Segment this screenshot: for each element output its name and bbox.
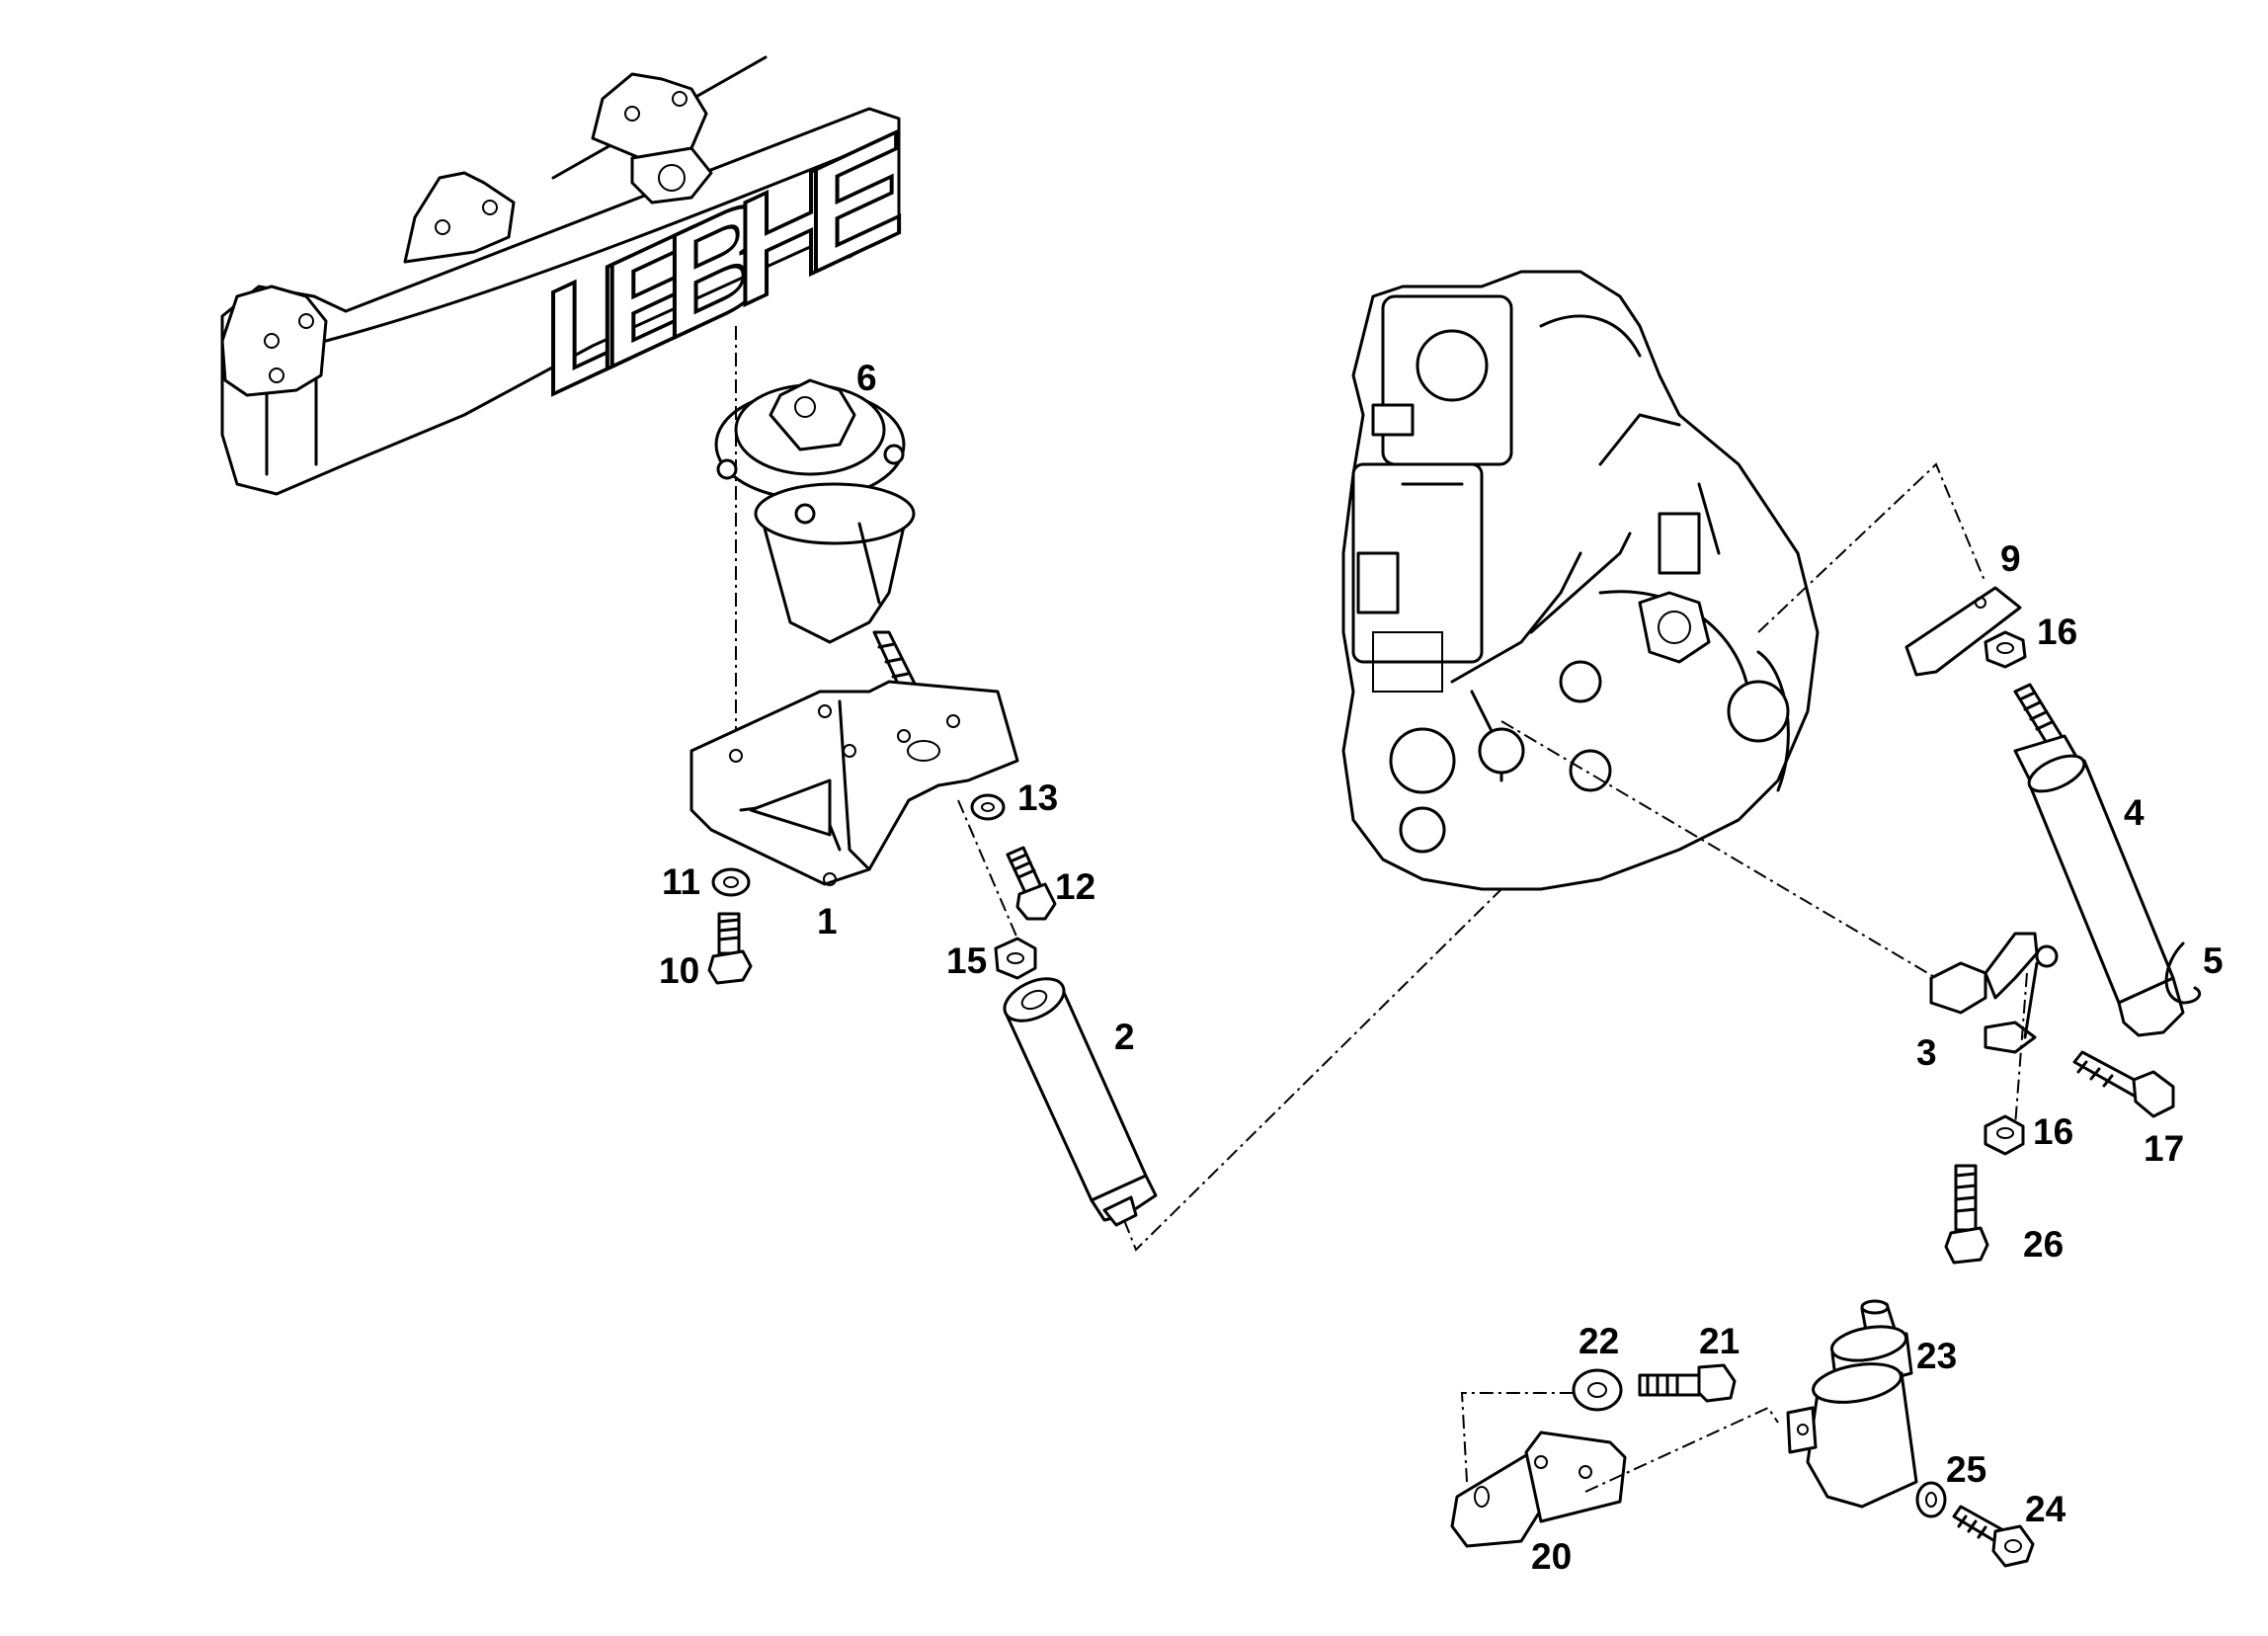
label-part-23: 23 (1916, 1336, 1957, 1376)
part-17-bolt (2072, 1050, 2175, 1118)
center-line (957, 799, 1018, 940)
part-23-solenoid (1786, 1299, 1918, 1509)
label-part-13: 13 (1017, 777, 1058, 818)
label-part-6: 6 (856, 358, 877, 398)
part-26-bolt (1944, 1164, 1989, 1265)
label-part-4: 4 (2124, 792, 2145, 833)
part-4-cylinder (2013, 683, 2185, 1037)
label-part-25: 25 (1946, 1449, 1986, 1490)
part-16-nut-upper (1984, 630, 2027, 669)
label-part-15: 15 (946, 941, 987, 981)
label-part-10: 10 (659, 950, 699, 991)
label-part-16-lower: 16 (2033, 1111, 2073, 1152)
part-12-bolt (1006, 846, 1057, 921)
center-line (1757, 462, 1986, 633)
label-part-16-upper: 16 (2037, 612, 2077, 652)
part-3-clevis (1929, 932, 2059, 1054)
part-24-screw (1952, 1505, 2035, 1568)
label-part-24: 24 (2025, 1489, 2066, 1529)
label-part-17: 17 (2144, 1128, 2184, 1169)
label-part-11: 11 (662, 861, 700, 902)
part-25-washer (1915, 1481, 1947, 1518)
part-2-sleeve (1003, 977, 1158, 1227)
part-6-actuator (714, 378, 921, 698)
part-1-bracket (689, 680, 1019, 886)
part-20-bracket (1450, 1431, 1627, 1548)
label-part-20: 20 (1531, 1536, 1572, 1577)
center-line (1584, 1406, 1779, 1493)
part-10-bolt (707, 912, 753, 985)
label-part-1: 1 (817, 901, 838, 941)
label-part-9: 9 (2000, 538, 2021, 579)
label-part-21: 21 (1699, 1321, 1740, 1361)
label-part-26: 26 (2023, 1224, 2064, 1265)
label-part-2: 2 (1114, 1017, 1135, 1057)
part-labels: 1 2 3 4 5 6 9 10 11 12 13 15 16 16 17 20… (659, 358, 2224, 1577)
part-16-nut-lower (1984, 1114, 2025, 1156)
part-21-bolt (1638, 1363, 1737, 1403)
label-part-3: 3 (1916, 1032, 1937, 1073)
part-13-washer (970, 793, 1006, 821)
part-9-plate (1904, 586, 2022, 677)
center-line (1460, 1392, 1580, 1483)
engine-block (1341, 270, 1820, 891)
part-22-washer (1572, 1368, 1623, 1412)
part-11-washer (711, 867, 751, 897)
center-line (1123, 888, 1502, 1252)
manifold-logo: LIEBHE (543, 95, 909, 431)
label-part-5: 5 (2203, 941, 2224, 981)
center-line (1500, 720, 1937, 979)
label-part-12: 12 (1055, 866, 1095, 907)
center-line (2014, 972, 2028, 1127)
part-15-nut (994, 937, 1037, 980)
label-part-22: 22 (1579, 1321, 1619, 1361)
part-5-clip (2164, 941, 2202, 1005)
